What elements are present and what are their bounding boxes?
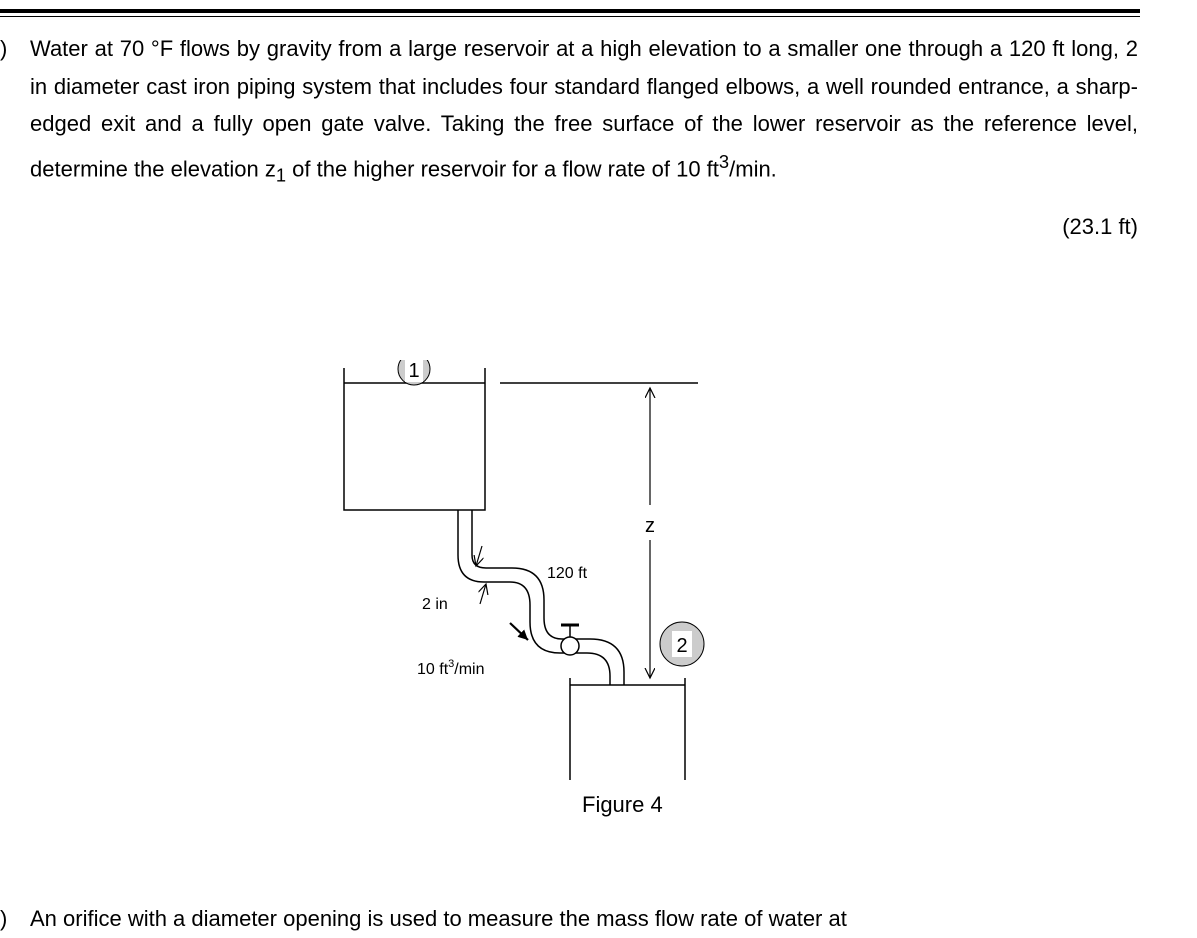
- upper-reservoir: [343, 368, 486, 511]
- header-rule-thin: [0, 16, 1140, 17]
- flow-arrow-icon: [509, 622, 529, 641]
- lower-reservoir: [569, 678, 686, 780]
- cubed-superscript: 3: [718, 150, 730, 172]
- problem-text-1: Water at 70 °F flows by gravity from a l…: [30, 36, 1138, 181]
- header-rule-thick: [0, 9, 1140, 13]
- point-2-box: [672, 631, 692, 657]
- diameter-arrow-bottom: [480, 584, 486, 605]
- reservoir-figure: z 1 120 ft 2 in 10 ft3/min 2: [343, 360, 705, 780]
- next-problem-marker: ): [0, 906, 8, 931]
- point-1-box: [405, 360, 423, 382]
- point-1-label: 1: [408, 360, 419, 382]
- flow-value: 10 ft: [417, 661, 449, 678]
- diameter-arrow-top: [476, 545, 482, 566]
- z-label: z: [645, 515, 655, 537]
- next-problem-text: An orifice with a diameter opening is us…: [30, 906, 847, 931]
- problem-text-3: /min.: [729, 155, 777, 181]
- point-2-label: 2: [676, 635, 687, 657]
- gate-valve-icon: [560, 623, 580, 656]
- problem-answer: (23.1 ft): [1062, 214, 1138, 239]
- problem-statement: Water at 70 °F flows by gravity from a l…: [30, 30, 1138, 194]
- figure-caption: Figure 4: [582, 792, 663, 817]
- flow-superscript: 3: [448, 658, 454, 670]
- flow-unit: /min: [454, 661, 484, 678]
- z-subscript: 1: [275, 164, 287, 186]
- problem-text-2: of the higher reservoir for a flow rate …: [286, 155, 719, 181]
- pipe-system: [457, 510, 625, 685]
- flow-rate-label: 10 ft3/min: [417, 658, 485, 678]
- length-label: 120 ft: [547, 565, 588, 582]
- diameter-label: 2 in: [422, 596, 448, 613]
- problem-marker: ): [0, 36, 8, 61]
